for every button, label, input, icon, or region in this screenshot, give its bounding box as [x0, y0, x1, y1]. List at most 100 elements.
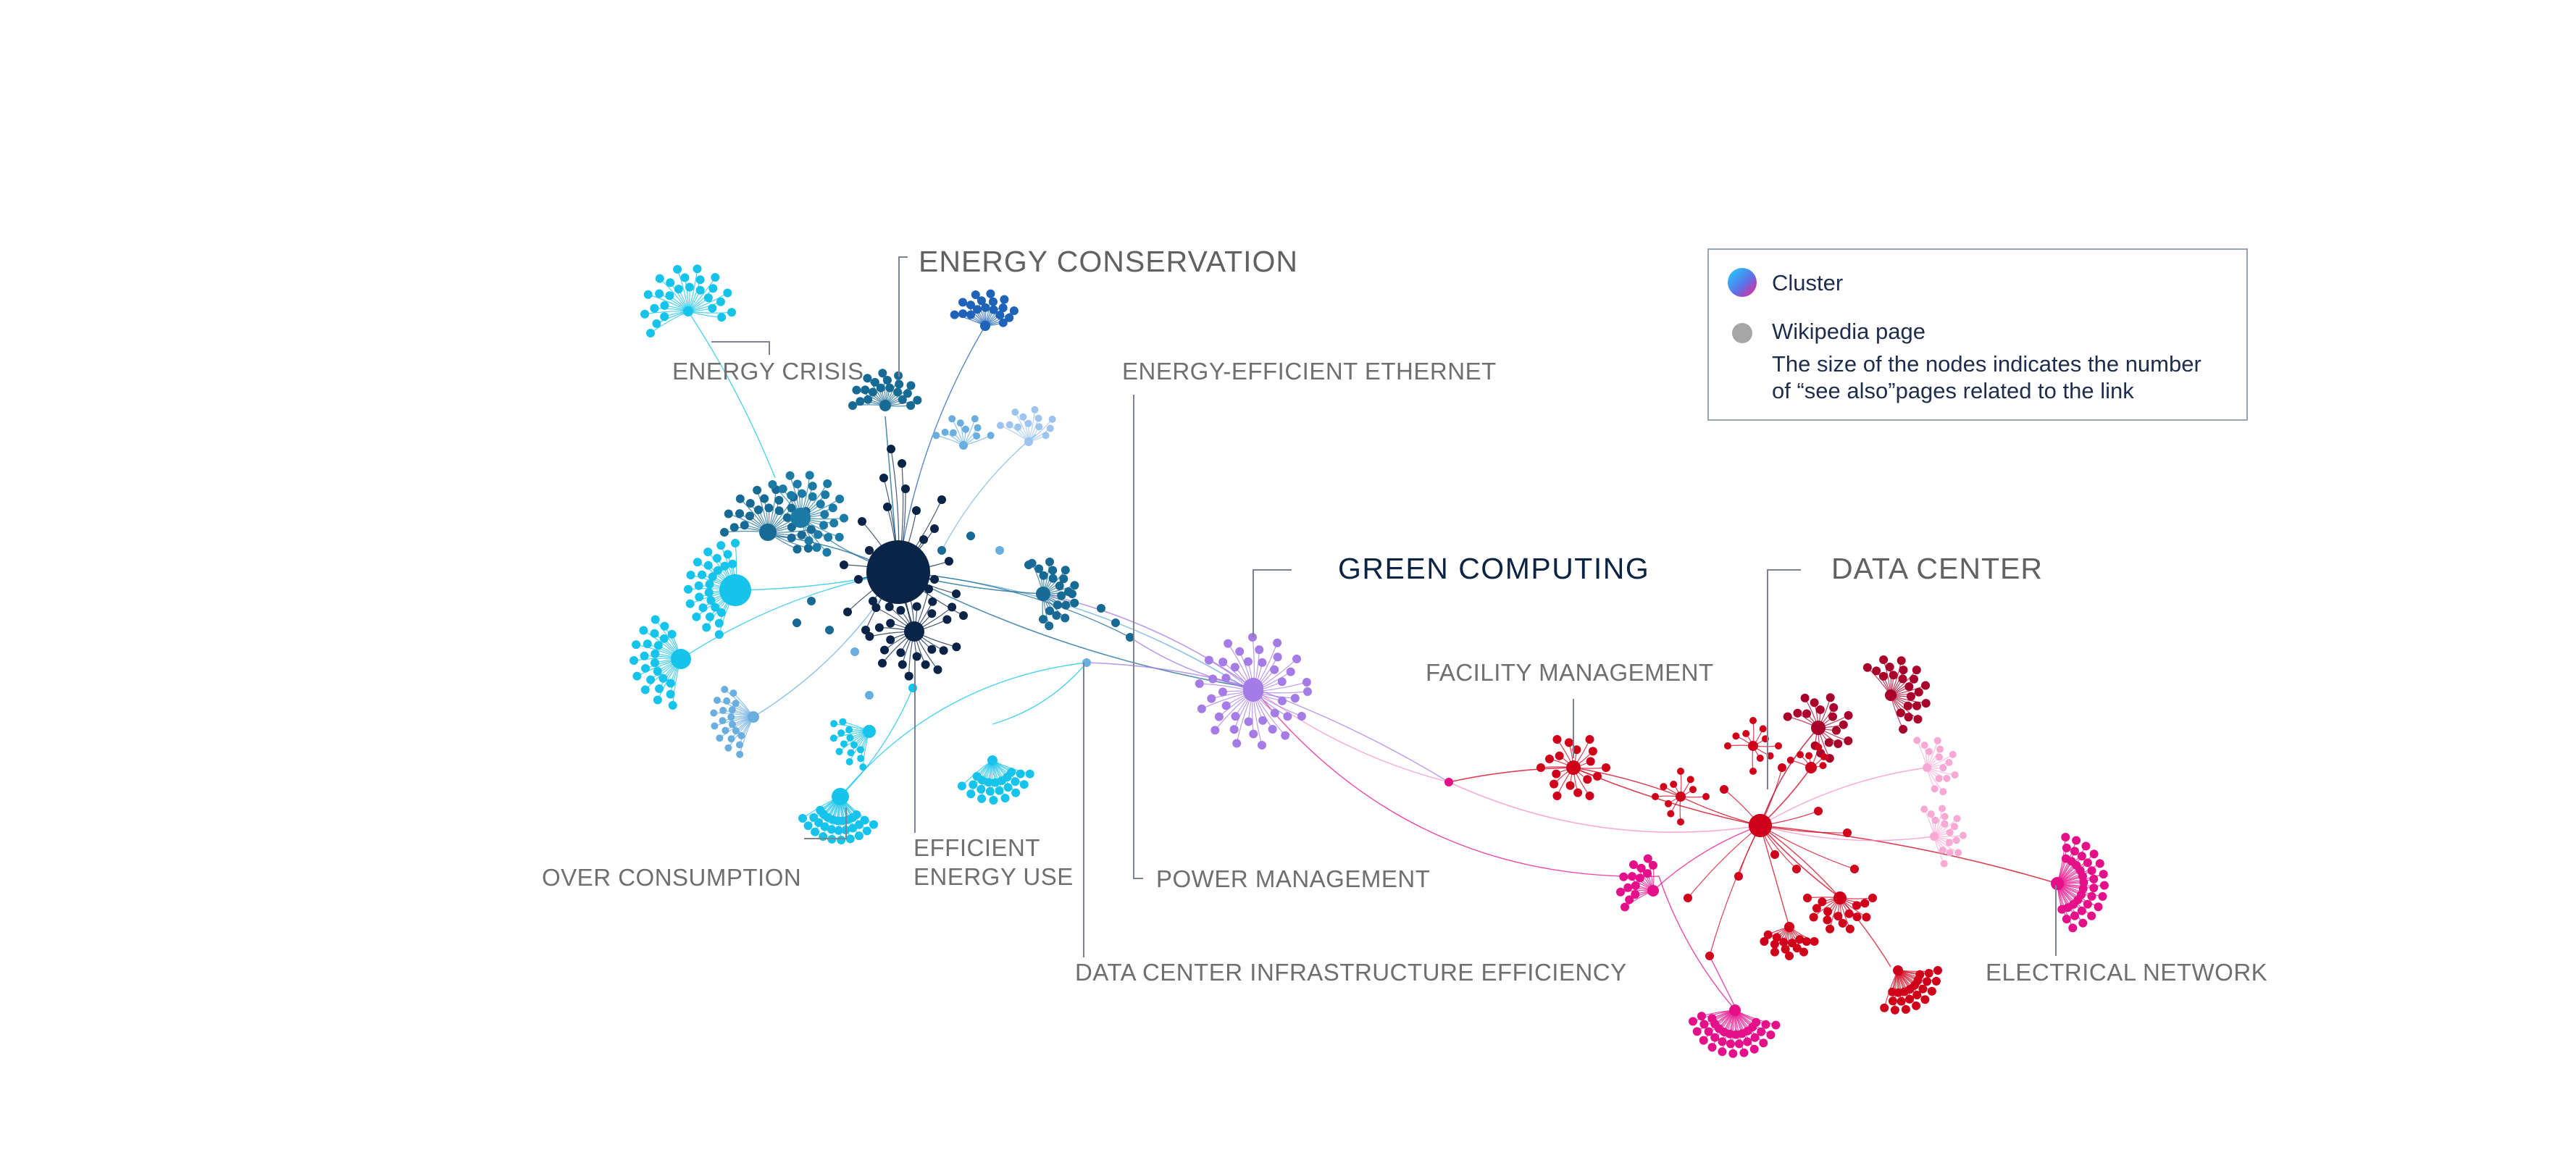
leader-data-center — [1767, 569, 1801, 789]
hub-node — [1923, 763, 1931, 772]
leaf-node — [1931, 976, 1941, 986]
leaf-node — [878, 369, 887, 378]
leaf-node — [1899, 725, 1908, 734]
leaf-node — [1795, 935, 1805, 944]
legend-size-note-line2: of “see also”pages related to the link — [1772, 378, 2134, 403]
leaf-node — [1564, 738, 1573, 747]
leaf-node — [1833, 912, 1843, 921]
leaf-node — [1011, 408, 1019, 416]
leaf-node — [680, 273, 690, 282]
leaf-node — [1585, 792, 1594, 800]
leaf-node — [1771, 1020, 1781, 1030]
leaf-node — [998, 303, 1008, 313]
leaf-node — [2079, 878, 2088, 887]
leaf-node — [1920, 742, 1928, 749]
leaf-node — [1824, 738, 1833, 747]
leaf-node — [998, 318, 1008, 327]
leaf-node — [716, 297, 725, 306]
leaf-node — [1831, 726, 1841, 735]
leaf-node — [1243, 657, 1253, 666]
leaf-node — [1710, 1033, 1720, 1042]
hub-node — [1748, 741, 1758, 751]
leaf-node — [1016, 769, 1025, 778]
leaf-node — [1904, 713, 1913, 722]
leaf-node — [1888, 996, 1897, 1006]
page-node — [966, 532, 975, 540]
leaf-node — [1621, 902, 1629, 912]
leaf-node — [995, 311, 1005, 319]
leaf-node — [847, 749, 855, 757]
leaf-node — [1258, 715, 1268, 725]
leaf-node — [1781, 944, 1790, 954]
leaf-node — [2083, 899, 2092, 909]
page-node — [807, 597, 816, 605]
link-edge — [1652, 825, 1761, 891]
leaf-node — [869, 820, 878, 829]
leaf-node — [1204, 655, 1213, 665]
leaf-node — [857, 746, 864, 754]
leaf-node — [2099, 870, 2108, 879]
leaf-node — [957, 781, 966, 791]
hub-node — [959, 441, 968, 450]
leaf-node — [1828, 712, 1837, 721]
leaf-node — [714, 630, 724, 639]
leaf-node — [1629, 860, 1638, 869]
link-edge — [1760, 825, 1839, 897]
leaf-node — [1686, 776, 1694, 784]
leaf-node — [760, 494, 769, 503]
leaf-node — [906, 592, 915, 601]
leaf-node — [848, 401, 857, 410]
leaf-node — [898, 660, 907, 669]
leaf-node — [1707, 1043, 1717, 1052]
leaf-node — [2089, 849, 2099, 859]
leaf-node — [840, 513, 848, 523]
leaf-node — [829, 519, 839, 528]
leaf-node — [887, 445, 895, 453]
page-node — [1024, 561, 1033, 569]
leaf-node — [728, 559, 737, 568]
leaf-node — [782, 513, 792, 522]
leaf-node — [1705, 952, 1714, 960]
leaf-node — [1939, 764, 1947, 772]
leaf-node — [1667, 810, 1675, 818]
leaf-node — [706, 612, 714, 621]
leaf-node — [740, 521, 749, 530]
leaf-node — [1000, 295, 1009, 304]
leaf-node — [2077, 906, 2086, 915]
leaf-node — [1221, 701, 1231, 710]
leaf-node — [1819, 762, 1827, 770]
leaf-node — [797, 530, 806, 540]
leaf-node — [1231, 712, 1240, 721]
leaf-node — [673, 264, 682, 274]
leaf-node — [1048, 566, 1058, 575]
page-node — [1097, 604, 1105, 613]
leaf-node — [632, 671, 642, 681]
leaf-node — [896, 605, 906, 615]
leaf-node — [1943, 774, 1951, 782]
leaf-node — [1800, 693, 1810, 702]
leaf-node — [1224, 639, 1233, 648]
leaf-node — [1912, 666, 1921, 675]
legend-size-note-line1: The size of the nodes indicates the numb… — [1772, 351, 2201, 377]
leaf-node — [1699, 1020, 1709, 1029]
leaf-node — [948, 603, 957, 612]
leaf-node — [956, 419, 964, 427]
leaf-node — [1270, 665, 1279, 674]
leaf-node — [1273, 638, 1282, 647]
page-node — [825, 626, 834, 634]
leaf-node — [1960, 831, 1967, 839]
leaf-node — [1941, 820, 1949, 828]
leaf-node — [1214, 712, 1224, 721]
leaf-node — [1061, 600, 1071, 610]
leaf-node — [1889, 671, 1898, 680]
link-edge — [1573, 767, 1681, 797]
leaf-node — [2081, 841, 2091, 851]
leaf-node — [1872, 666, 1881, 676]
leaf-node — [686, 571, 695, 579]
leaf-node — [1749, 768, 1757, 775]
facility-management-hub — [1566, 760, 1581, 775]
leaf-node — [652, 319, 661, 328]
leaf-node — [643, 290, 653, 299]
leaf-node — [650, 303, 659, 313]
leaf-node — [666, 689, 675, 699]
